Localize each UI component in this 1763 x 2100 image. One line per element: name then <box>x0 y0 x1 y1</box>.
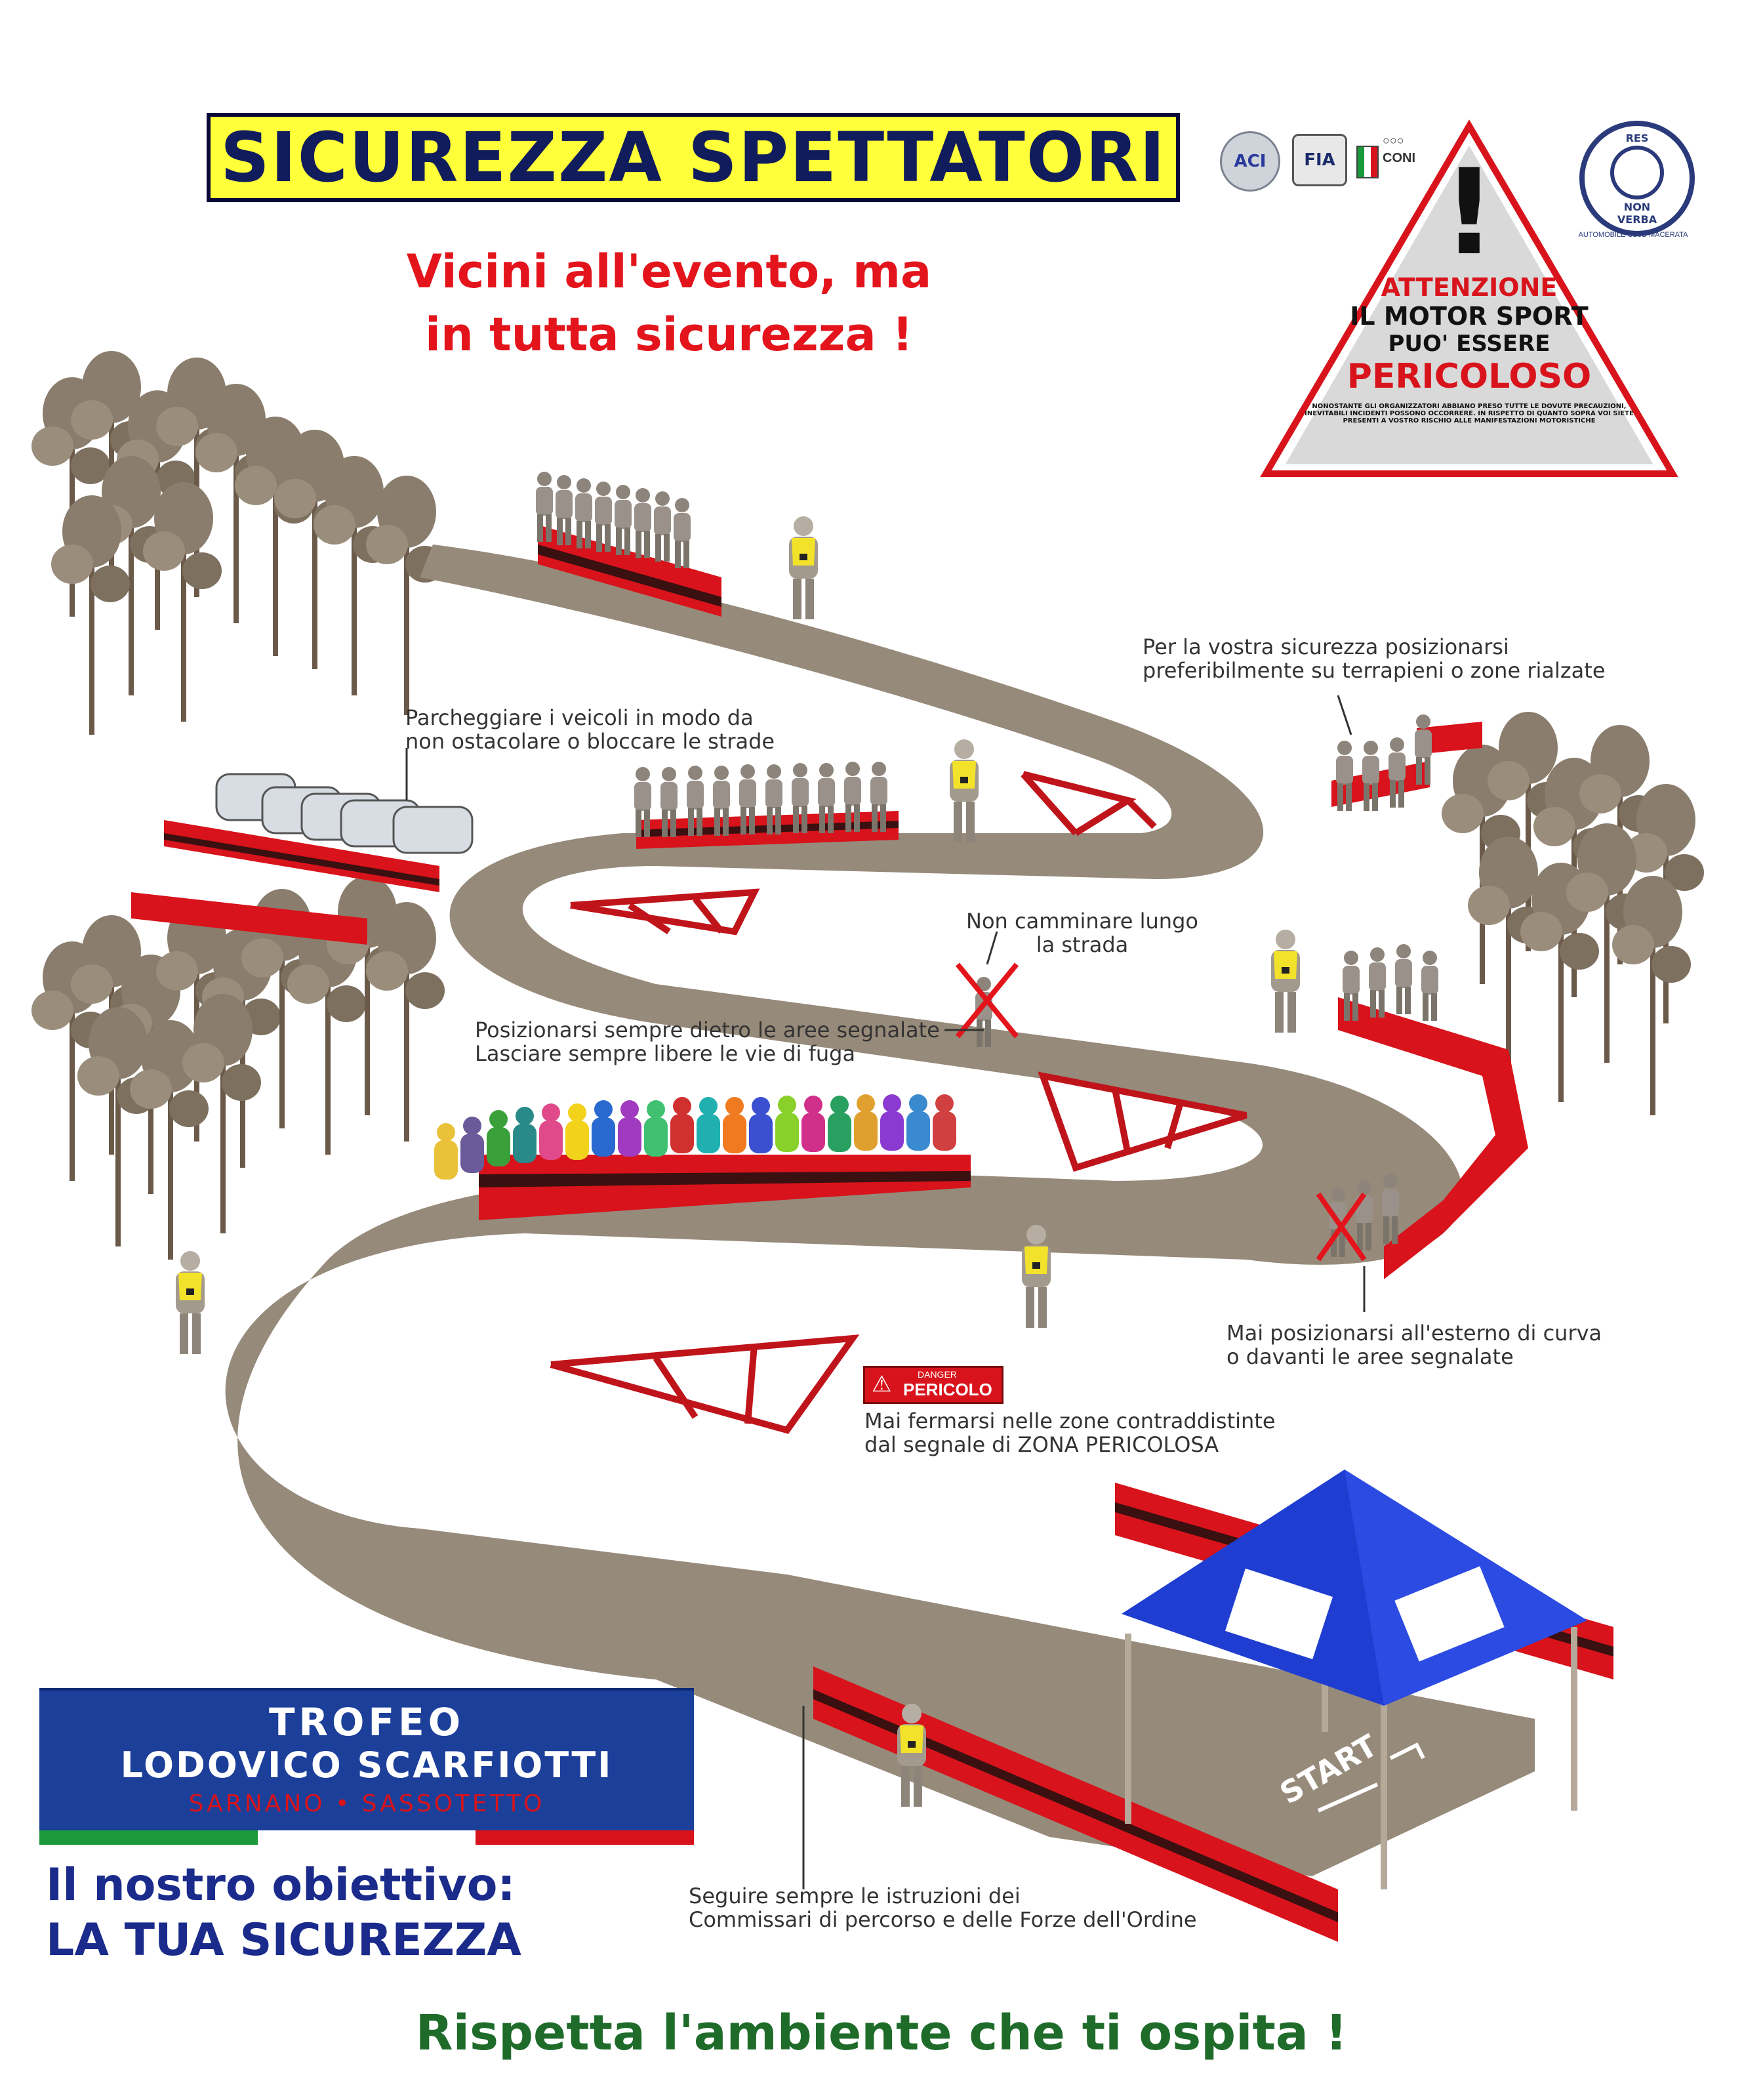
warning-line-3: PUO' ESSERE <box>1388 331 1550 357</box>
note-raised-line-1: Per la vostra sicurezza posizionarsi <box>1143 634 1509 659</box>
steering-wheel-icon <box>1610 145 1664 199</box>
italian-flag-stripe <box>39 1830 695 1845</box>
subtitle: Vicini all'evento, ma in tutta sicurezza… <box>341 240 997 366</box>
note-danger-line-2: dal segnale di ZONA PERICOLOSA <box>864 1432 1219 1457</box>
coni-logo: ○○○ CONI <box>1356 134 1415 182</box>
objective-line-2: LA TUA SICUREZZA <box>46 1914 521 1966</box>
trofeo-line-1: TROFEO <box>268 1700 465 1744</box>
olympic-rings-icon: ○○○ <box>1383 134 1404 147</box>
note-behind-line-2: Lasciare sempre libere le vie di fuga <box>475 1041 856 1066</box>
title-banner: SICUREZZA SPETTATORI <box>207 113 1180 202</box>
note-danger-line-1: Mai fermarsi nelle zone contraddistinte <box>864 1409 1276 1433</box>
note-no-walking: Non camminare lungo la strada <box>944 909 1220 957</box>
warning-line-4: PERICOLOSO <box>1347 357 1592 396</box>
danger-sign-top: DANGER <box>918 1369 957 1380</box>
note-walk-line-1: Non camminare lungo <box>966 909 1198 934</box>
footer-message: Rispetta l'ambiente che ti ospita ! <box>415 2005 1348 2061</box>
note-parking: Parcheggiare i veicoli in modo da non os… <box>405 706 775 753</box>
fia-logo-text: FIA <box>1304 150 1335 170</box>
note-raised-line-2: preferibilmente su terrapieni o zone ria… <box>1143 658 1606 683</box>
club-motto-top: RES <box>1625 131 1649 144</box>
road <box>225 545 1535 1876</box>
note-stay-behind: Posizionarsi sempre dietro le aree segna… <box>475 1018 940 1065</box>
warning-small-2: INEVITABILI INCIDENTI POSSONO OCCORRERE.… <box>1305 410 1634 417</box>
warning-line-2: IL MOTOR SPORT <box>1350 302 1589 331</box>
note-marshals-line-2: Commissari di percorso e delle Forze del… <box>689 1907 1197 1932</box>
automobile-club-logo: RES NON VERBA <box>1579 121 1695 236</box>
subtitle-line-1: Vicini all'evento, ma <box>406 245 932 299</box>
warning-line-1: ATTENZIONE <box>1381 273 1558 302</box>
page-title: SICUREZZA SPETTATORI <box>220 117 1166 197</box>
safety-trusses <box>550 771 1247 1434</box>
danger-sign: DANGER ⚠ PERICOLO <box>863 1366 1003 1404</box>
trofeo-line-2: LODOVICO SCARFIOTTI <box>120 1744 613 1786</box>
note-outside-line-2: o davanti le aree segnalate <box>1226 1344 1514 1369</box>
warning-small-3: PRESENTI A VOSTRO RISCHIO ALLE MANIFESTA… <box>1343 417 1596 424</box>
club-ring-text: AUTOMOBILE CLUB MACERATA <box>1578 231 1688 239</box>
objective-line-1: Il nostro obiettivo: <box>46 1859 516 1911</box>
coni-logo-text: CONI <box>1383 151 1415 165</box>
note-marshals: Seguire sempre le istruzioni dei Commiss… <box>689 1884 1197 1931</box>
parked-cars <box>215 773 474 854</box>
trofeo-line-3: SARNANO • SASSOTETTO <box>188 1790 545 1817</box>
warning-triangle-icon <box>1260 119 1678 477</box>
note-parking-line-2: non ostacolare o bloccare le strade <box>405 729 775 754</box>
prohibited-marks <box>955 962 1367 1262</box>
start-tent <box>1122 1470 1587 1889</box>
warning-sign: ! ATTENZIONE IL MOTOR SPORT PUO' ESSERE … <box>1259 144 1679 425</box>
note-outside-line-1: Mai posizionarsi all'esterno di curva <box>1226 1321 1602 1346</box>
note-marshals-line-1: Seguire sempre le istruzioni dei <box>689 1884 1021 1908</box>
danger-sign-label: PERICOLO <box>903 1380 992 1399</box>
warning-exclamation: ! <box>1442 144 1497 281</box>
note-parking-line-1: Parcheggiare i veicoli in modo da <box>405 705 754 730</box>
note-walk-line-2: la strada <box>1036 932 1129 957</box>
trofeo-logo: TROFEO LODOVICO SCARFIOTTI SARNANO • SAS… <box>39 1688 694 1839</box>
aci-logo-text: ACI <box>1234 152 1267 171</box>
club-motto-bottom: VERBA <box>1617 213 1657 226</box>
aci-logo: ACI <box>1220 131 1280 192</box>
club-motto-mid: NON <box>1623 200 1651 213</box>
objective: Il nostro obiettivo: LA TUA SICUREZZA <box>46 1858 521 1968</box>
note-raised-areas: Per la vostra sicurezza posizionarsi pre… <box>1143 635 1606 682</box>
fia-logo: FIA <box>1292 134 1347 186</box>
note-behind-line-1: Posizionarsi sempre dietro le aree segna… <box>475 1018 940 1042</box>
callout-lines <box>405 695 1366 1889</box>
note-outside-curve: Mai posizionarsi all'esterno di curva o … <box>1226 1321 1602 1369</box>
warning-small-1: NONOSTANTE GLI ORGANIZZATORI ABBIANO PRE… <box>1312 403 1627 410</box>
italy-shield-icon <box>1356 146 1379 178</box>
note-danger-zone: Mai fermarsi nelle zone contraddistinte … <box>864 1409 1276 1456</box>
subtitle-line-2: in tutta sicurezza ! <box>424 308 914 361</box>
warning-triangle-small-icon: ⚠ <box>872 1372 892 1397</box>
